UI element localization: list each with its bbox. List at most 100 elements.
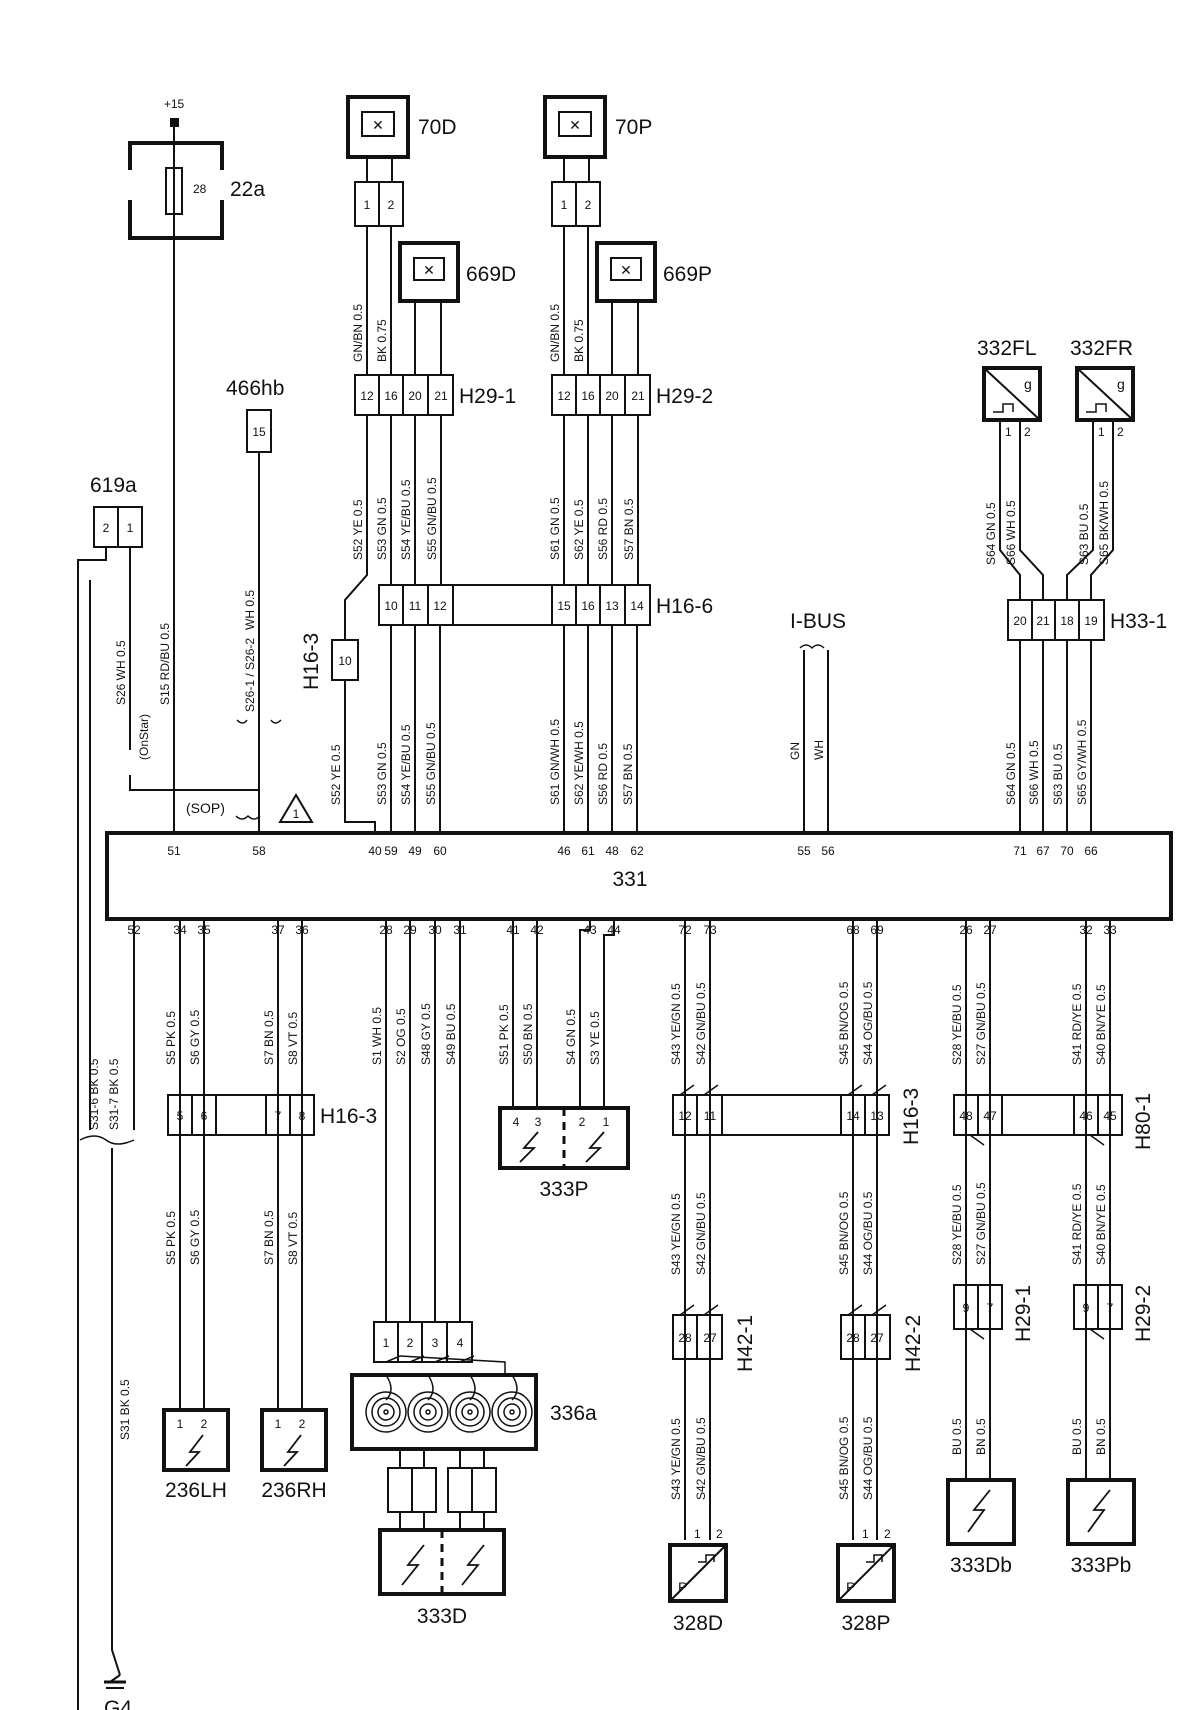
pin: 1 xyxy=(603,1115,610,1129)
pin: 3 xyxy=(432,1336,439,1350)
wire-label: S53 GN 0.5 xyxy=(375,742,389,805)
pin: 2 xyxy=(407,1336,414,1350)
pin: 6 xyxy=(201,1109,208,1123)
wire-label: S43 YE/GN 0.5 xyxy=(669,983,683,1065)
sensor-332FR: 332FR g 1 2 xyxy=(1066,337,1135,600)
ground-label: G4 xyxy=(104,1697,132,1710)
pin: 13 xyxy=(870,1109,884,1123)
squib-icon: ✕ xyxy=(569,117,581,133)
wire-label: S1 WH 0.5 xyxy=(370,1007,384,1065)
pin: 1 xyxy=(862,1527,869,1541)
connector-label: H16-3 xyxy=(900,1088,923,1145)
wire-label: WH 0.5 xyxy=(243,590,257,630)
sensor-332FL: 332FL g 1 2 xyxy=(977,337,1044,600)
pin: 5 xyxy=(177,1109,184,1123)
side-airbag-label: 333Pb xyxy=(1071,1554,1132,1577)
wire-label: S26 WH 0.5 xyxy=(114,640,128,705)
pin: 48 xyxy=(959,1109,973,1123)
pin: 1 xyxy=(1005,425,1012,439)
module-331-pin: 55 xyxy=(797,844,811,858)
wire-label: GN/BN 0.5 xyxy=(548,304,562,362)
wire-label: S52 YE 0.5 xyxy=(351,499,365,560)
warning-icon: 1 xyxy=(293,807,300,821)
wire-label: S66 WH 0.5 xyxy=(1004,500,1018,565)
pin: 19 xyxy=(1084,614,1098,628)
connector-h16-3-low: 5 6 7 8 H16-3 xyxy=(167,1094,377,1136)
wire-label: S43 YE/GN 0.5 xyxy=(669,1418,683,1500)
wire-label: S8 VT 0.5 xyxy=(286,1212,300,1265)
pin: 2 xyxy=(103,521,110,535)
clockspring-label: 336a xyxy=(550,1402,597,1425)
wire-label: S27 GN/BU 0.5 xyxy=(974,982,988,1065)
wire-label: S61 GN 0.5 xyxy=(548,497,562,560)
pin: 2 xyxy=(579,1115,586,1129)
module-331-pin: 58 xyxy=(252,844,266,858)
pretensioner-label: 236LH xyxy=(165,1479,227,1502)
airbag-669D: ✕ 669D xyxy=(398,241,516,375)
pin: 9 xyxy=(963,1301,970,1315)
wire-label: S63 BU 0.5 xyxy=(1077,503,1091,565)
pin: 2 xyxy=(716,1527,723,1541)
wire-label: S31 BK 0.5 xyxy=(118,1379,132,1440)
module-331-pin: 40 xyxy=(368,844,382,858)
sensor-symbol: g xyxy=(1117,376,1125,392)
connector-label: H33-1 xyxy=(1110,610,1167,633)
pin: 14 xyxy=(630,599,644,613)
sensor-symbol: P xyxy=(846,1579,855,1595)
pin: 28 xyxy=(678,1331,692,1345)
wires-333Db xyxy=(965,919,991,1480)
pin: 15 xyxy=(252,425,266,439)
wire-label: S56 RD 0.5 xyxy=(596,743,610,805)
wire-label: S64 GN 0.5 xyxy=(1004,742,1018,805)
pin: 21 xyxy=(434,389,448,403)
wire-label: S15 RD/BU 0.5 xyxy=(158,623,172,705)
wire-label: S55 GN/BU 0.5 xyxy=(425,477,439,560)
pin: 10 xyxy=(338,654,352,668)
sop-note: (SOP) 1 xyxy=(186,793,314,823)
airbag-669D-label: 669D xyxy=(466,263,516,286)
module-331-pin: 67 xyxy=(1036,844,1050,858)
pin: 12 xyxy=(360,389,374,403)
pin: 10 xyxy=(384,599,398,613)
pin: 1 xyxy=(127,521,134,535)
wires-333Pb xyxy=(1085,919,1111,1480)
pin: 9 xyxy=(1083,1301,1090,1315)
module-331-pin: 62 xyxy=(630,844,644,858)
connector-h42-1: 28 27 H42-1 xyxy=(672,1304,757,1372)
igniter-icon xyxy=(401,1544,425,1586)
sensor-label: 328P xyxy=(841,1612,890,1635)
connector-h16-3-side: 10 H16-3 xyxy=(300,633,376,833)
wires-h29-to-h16-6 xyxy=(344,415,639,640)
module-466hb-label: 466hb xyxy=(226,377,284,400)
wires-328D xyxy=(684,919,711,1540)
side-airbag-label: 333Db xyxy=(950,1554,1012,1577)
pass-airbag-label: 333P xyxy=(539,1178,588,1201)
igniter-icon xyxy=(519,1131,539,1163)
wire-label: S63 BU 0.5 xyxy=(1051,743,1065,805)
connector-label: H42-1 xyxy=(734,1315,757,1372)
sensor-symbol: g xyxy=(1024,376,1032,392)
side-airbag-333Pb: 333Pb xyxy=(1066,1478,1136,1577)
fuse-icon xyxy=(165,167,183,215)
pin: 7 xyxy=(275,1109,282,1123)
spiral-icon xyxy=(365,1374,533,1433)
pin: 27 xyxy=(703,1331,717,1345)
airbag-70P: ✕ 70P 1 2 xyxy=(543,95,652,227)
pin: 2 xyxy=(585,198,592,212)
connector-label: H16-3 xyxy=(320,1105,377,1128)
sensor-symbol: P xyxy=(678,1579,687,1595)
wire-label: S45 BN/OG 0.5 xyxy=(837,1416,851,1500)
igniter-icon xyxy=(585,1131,605,1163)
wire-label: S31-7 BK 0.5 xyxy=(107,1058,121,1130)
wire-label: S40 BN/YE 0.5 xyxy=(1094,984,1108,1065)
wire-label: S65 BK/WH 0.5 xyxy=(1097,481,1111,565)
wheel-airbag-333D: 333D xyxy=(378,1449,506,1628)
wire-label: S55 GN/BU 0.5 xyxy=(424,722,438,805)
igniter-icon xyxy=(967,1489,991,1533)
sensor-label: 328D xyxy=(673,1612,723,1635)
wire-label: S8 VT 0.5 xyxy=(286,1012,300,1065)
pin: 2 xyxy=(299,1417,306,1431)
pin: 45 xyxy=(1103,1109,1117,1123)
wire-label: S41 RD/YE 0.5 xyxy=(1070,983,1084,1065)
connector-label: H29-2 xyxy=(1132,1285,1155,1342)
